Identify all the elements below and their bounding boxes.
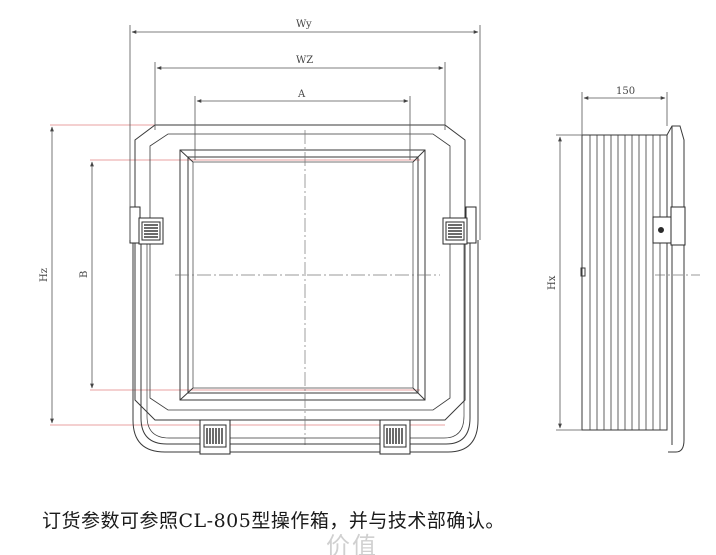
watermark: 价值 — [326, 532, 378, 555]
dim-wz — [154, 62, 446, 130]
order-note: 订货参数可参照CL-805型操作箱，并与技术部确认。 — [42, 510, 505, 532]
bottom-right-latch — [379, 419, 411, 455]
left-latch — [129, 206, 164, 245]
label-150: 150 — [616, 86, 635, 97]
dim-hx — [556, 134, 582, 431]
dim-a — [194, 96, 411, 160]
center-lines — [175, 130, 440, 445]
outer-hood — [134, 124, 466, 421]
label-wy: Wy — [296, 19, 312, 30]
dim-wy — [129, 25, 481, 240]
front-view — [50, 25, 481, 455]
label-a: A — [297, 89, 306, 100]
label-wz: WZ — [296, 55, 313, 66]
side-view — [556, 92, 700, 453]
side-latch — [652, 206, 686, 246]
dim-150 — [581, 92, 668, 135]
label-hz: Hz — [39, 268, 50, 282]
bottom-left-latch — [199, 419, 231, 455]
label-hx: Hx — [547, 275, 558, 290]
right-latch — [442, 206, 477, 245]
label-b: B — [79, 271, 90, 278]
side-body — [581, 134, 668, 431]
handle-tube — [132, 240, 479, 453]
